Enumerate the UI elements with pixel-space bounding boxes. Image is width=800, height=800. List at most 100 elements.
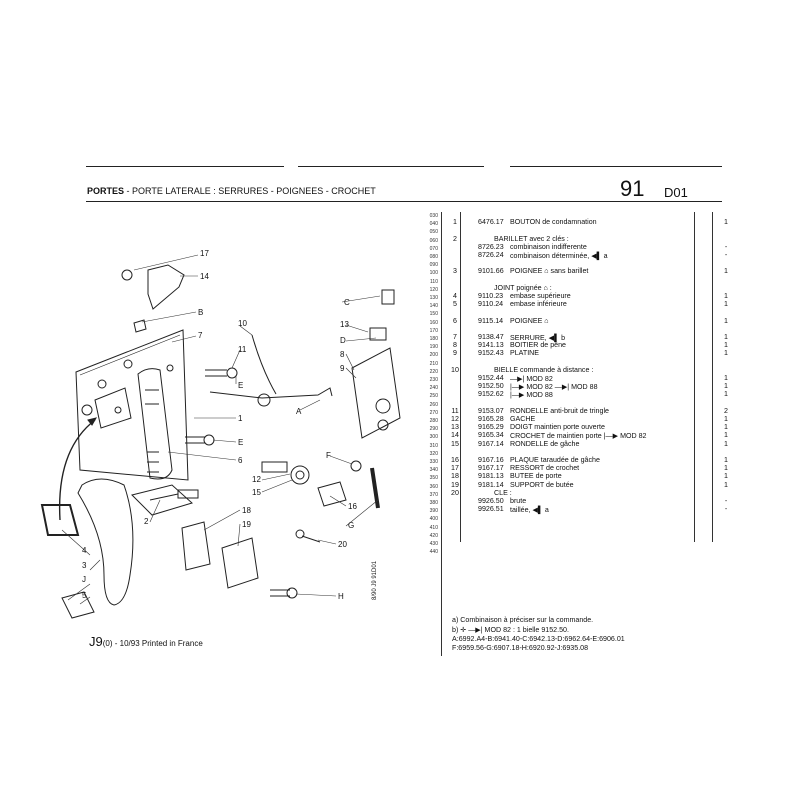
item-number: 12	[451, 415, 459, 423]
part-quantity: 1	[724, 292, 728, 300]
item-number: 6	[453, 316, 457, 325]
part-description: BOUTON de condamnation	[510, 218, 597, 227]
callout-label: G	[348, 521, 354, 530]
line-number: 320	[429, 450, 438, 457]
line-number: 130	[429, 295, 438, 301]
part-reference: 9152.43	[478, 349, 504, 358]
part-description: RONDELLE de gâche	[510, 439, 580, 448]
line-number: 410	[429, 524, 438, 531]
table-rule-end	[712, 212, 713, 542]
line-number: 190	[429, 344, 438, 351]
part-description: taillée, ◀▌ a	[510, 506, 549, 515]
line-number: 060	[429, 237, 438, 244]
top-rule-right	[510, 166, 722, 167]
line-number: 240	[429, 385, 438, 392]
part-description: —▶| MOD 82	[510, 375, 553, 383]
callout-label: 16	[348, 502, 357, 511]
item-number: 5	[453, 300, 457, 309]
line-number: 120	[429, 286, 438, 293]
callout-label: F	[326, 451, 331, 460]
callout-label: 4	[82, 546, 87, 555]
line-number: 300	[429, 434, 438, 441]
part-reference: 9167.14	[478, 439, 504, 448]
callout-label: 18	[242, 506, 251, 515]
part-description: POIGNEE ⌂ sans barillet	[510, 267, 589, 276]
callout-label: 20	[338, 540, 347, 549]
lock-body	[94, 387, 132, 429]
part-description: CROCHET de maintien porte |—▶ MOD 82	[510, 432, 647, 441]
callout-label: H	[338, 592, 344, 601]
part-description: SUPPORT de butée	[510, 480, 574, 489]
line-number: 150	[429, 311, 438, 318]
header-rule	[86, 201, 722, 202]
part-quantity: 1	[724, 349, 728, 358]
item-number: 18	[451, 472, 459, 481]
door-stop	[181, 521, 211, 571]
line-number: 430	[429, 541, 438, 547]
footer-code: J9(0) - 10/93 Printed in France	[89, 634, 203, 649]
line-number: 110	[430, 278, 438, 285]
callout-label: E	[238, 381, 243, 390]
part-quantity: 1	[724, 382, 728, 391]
item-number: 3	[453, 267, 457, 276]
page-number: 91	[620, 176, 645, 201]
part-description: brute	[510, 497, 527, 505]
item-number: 4	[453, 292, 457, 300]
callout-label: 6	[238, 456, 243, 465]
item-number: 17	[451, 464, 459, 473]
line-number: 380	[429, 500, 438, 506]
part-quantity: 1	[724, 341, 728, 350]
part-reference: 9138.47	[478, 333, 504, 341]
line-number: 290	[429, 426, 438, 433]
line-number: 330	[429, 459, 438, 465]
part-reference: 9152.62	[478, 390, 504, 399]
callout-label: D	[340, 336, 346, 345]
page-code: D01	[664, 185, 688, 200]
part-quantity: 2	[724, 406, 728, 415]
part-reference: 9141.13	[478, 341, 504, 350]
part-quantity: 1	[724, 456, 728, 464]
callout-label: B	[198, 308, 203, 317]
hardware-refs-1: A:6992.A4-B:6941.40-C:6942.13-D:6962.64-…	[452, 635, 625, 643]
item-number: 9	[453, 349, 457, 358]
line-number: 160	[429, 319, 438, 326]
line-number: 280	[429, 418, 438, 424]
part-quantity: 1	[724, 374, 728, 382]
exploded-diagram: 1714B71011C13D89A1EE6F121516G218192043J5…	[40, 249, 401, 619]
part-quantity: 1	[724, 472, 728, 481]
part-quantity: 1	[724, 316, 728, 325]
item-number: 10	[451, 365, 459, 374]
part-quantity: -	[724, 497, 728, 505]
callout-label: 3	[82, 561, 87, 570]
line-number: 250	[429, 393, 438, 400]
item-number: 13	[451, 423, 459, 432]
part-description: embase supérieure	[510, 292, 571, 300]
item-number: 20	[451, 488, 459, 497]
part-description: BOITIER de pêne	[510, 341, 566, 350]
part-reference: 9165.34	[478, 431, 504, 440]
part-quantity: 1	[724, 415, 728, 423]
callout-label: 1	[238, 414, 243, 423]
line-number: 070	[429, 245, 438, 252]
gasket-4	[40, 504, 80, 536]
line-number: 220	[429, 368, 438, 375]
item-number: 11	[451, 406, 459, 415]
item-number: 2	[453, 234, 457, 243]
callout-label: 9	[340, 364, 345, 373]
callout-label: 11	[238, 345, 247, 354]
part-quantity: 1	[724, 464, 728, 473]
part-reference: 9926.51	[478, 505, 504, 514]
line-number: 310	[429, 442, 438, 449]
outer-handle	[77, 478, 134, 606]
hardware-refs-2: F:6959.56-G:6907.18-H:6920.92-J:6935.08	[452, 644, 589, 652]
part-reference: 9167.17	[478, 464, 504, 473]
part-reference: 9153.07	[478, 406, 504, 415]
inner-handle	[137, 368, 173, 480]
item-number: 19	[451, 480, 459, 489]
line-number: 230	[429, 377, 438, 383]
item-number: 16	[451, 456, 459, 464]
part-description: POIGNEE ⌂	[510, 316, 549, 325]
part-description: embase inférieure	[510, 300, 567, 309]
part-reference: 9110.23	[478, 292, 504, 300]
callout-label: 15	[252, 488, 261, 497]
